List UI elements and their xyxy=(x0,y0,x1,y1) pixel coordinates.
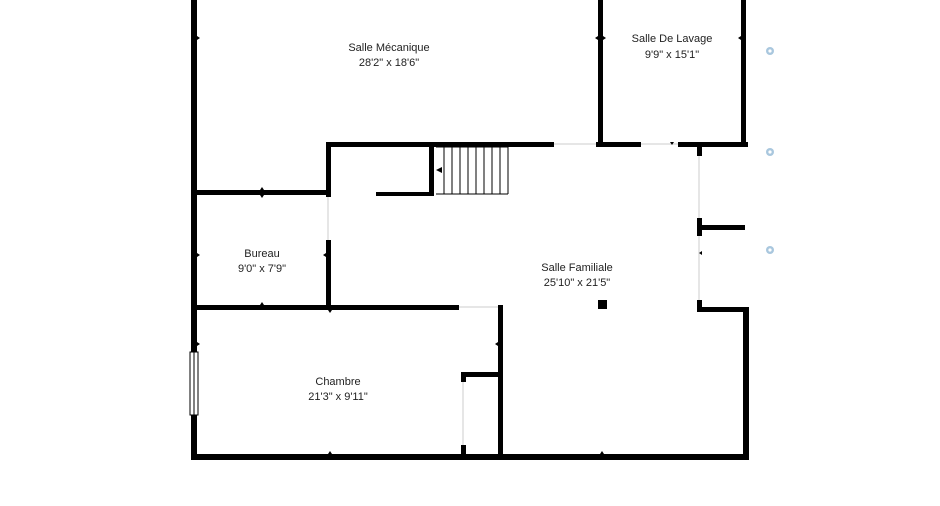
tick xyxy=(670,142,674,145)
light-fixture-icon xyxy=(766,148,774,156)
wall-closet-chambre-left xyxy=(461,372,466,382)
door-openings xyxy=(327,143,700,445)
wall-right-pillar-c xyxy=(697,300,702,312)
tick xyxy=(595,36,598,40)
wall-right-nook xyxy=(697,225,745,230)
room-name-familiale: Salle Familiale xyxy=(541,262,613,274)
tick xyxy=(260,195,264,198)
wall-closet-bottom xyxy=(376,192,434,196)
wall-chambre-right xyxy=(498,305,503,457)
light-fixture-icon xyxy=(766,246,774,254)
wall-bureau-top xyxy=(191,190,331,195)
window-chambre xyxy=(189,351,199,416)
wall-closet-right xyxy=(429,146,434,196)
wall-right-lower xyxy=(743,307,749,460)
light-fixture-icon xyxy=(766,47,774,55)
wall-closet-chambre-left-b xyxy=(461,445,466,457)
room-name-lavage: Salle De Lavage xyxy=(632,33,713,45)
room-name-mecanique: Salle Mécanique xyxy=(348,42,429,54)
tick xyxy=(197,342,200,346)
tick xyxy=(603,36,606,40)
stair-arrow-icon xyxy=(436,167,442,173)
tick xyxy=(600,451,604,454)
room-dims-chambre: 21'3" x 9'11" xyxy=(308,391,368,403)
tick xyxy=(197,36,200,40)
wall-mecanique-bottom-b xyxy=(596,142,641,147)
staircase xyxy=(436,146,509,195)
tick xyxy=(197,253,200,257)
wall-lavage-bottom xyxy=(678,142,748,147)
fixtures xyxy=(766,47,774,254)
room-dims-bureau: 9'0" x 7'9" xyxy=(238,263,286,275)
interior-walls xyxy=(191,0,748,457)
wall-right-pillar-a xyxy=(697,146,702,156)
wall-bureau-right-top xyxy=(326,146,331,197)
wall-left xyxy=(191,0,197,460)
exterior-walls xyxy=(191,0,749,460)
wall-lavage-left xyxy=(598,0,603,146)
room-name-bureau: Bureau xyxy=(244,248,279,260)
room-labels: Salle Mécanique 28'2" x 18'6" Salle De L… xyxy=(238,33,712,403)
tick xyxy=(328,310,332,313)
tick xyxy=(260,302,264,305)
wall-mecanique-bottom-a xyxy=(326,142,554,147)
tick xyxy=(328,451,332,454)
support-column xyxy=(598,300,607,309)
tick xyxy=(323,253,326,257)
wall-bottom xyxy=(191,454,749,460)
room-name-chambre: Chambre xyxy=(315,376,360,388)
wall-right-lower-cap xyxy=(697,307,747,312)
tick xyxy=(260,187,264,190)
room-dims-mecanique: 28'2" x 18'6" xyxy=(359,57,419,69)
tick xyxy=(738,36,741,40)
dimension-ticks xyxy=(197,36,741,454)
room-dims-familiale: 25'10" x 21'5" xyxy=(544,277,611,289)
wall-closet-chambre-top xyxy=(461,372,502,377)
wall-bureau-right-bottom xyxy=(326,240,331,310)
room-dims-lavage: 9'9" x 15'1" xyxy=(645,49,699,61)
wall-bureau-bottom xyxy=(191,305,459,310)
wall-right-upper xyxy=(741,0,746,146)
tick xyxy=(699,251,702,255)
tick xyxy=(495,342,498,346)
